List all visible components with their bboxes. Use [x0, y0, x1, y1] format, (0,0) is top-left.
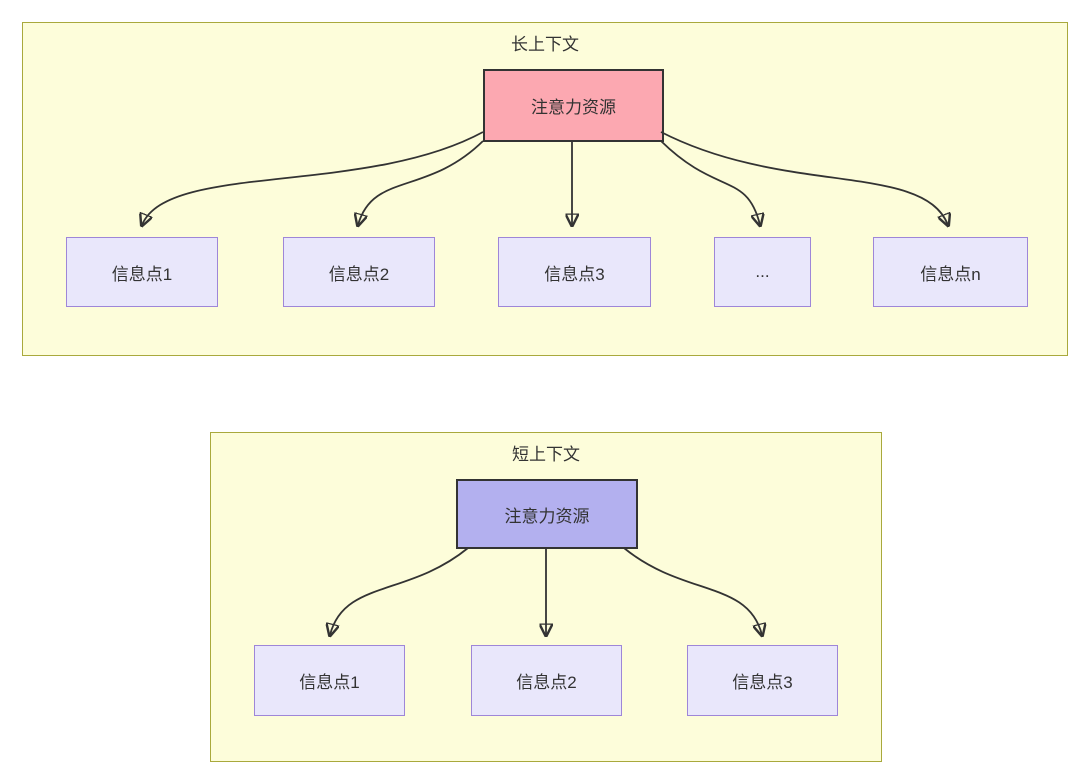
- node-info-point-2-long: 信息点2: [283, 237, 435, 307]
- panel-long-title: 长上下文: [511, 35, 579, 54]
- node-info-point-2-short: 信息点2: [471, 645, 622, 716]
- node-info-point-1-long-label: 信息点1: [111, 264, 173, 284]
- node-info-point-ellipsis-long-label: ...: [755, 262, 770, 281]
- node-info-point-1-short-label: 信息点1: [299, 673, 360, 692]
- node-info-point-1-long: 信息点1: [66, 237, 218, 307]
- node-info-point-3-short: 信息点3: [687, 645, 838, 716]
- node-attention-resource-long: 注意力资源: [483, 69, 664, 142]
- panel-short-context: 短上下文 注意力资源 信息点1 信息点2 信息点3: [210, 432, 882, 762]
- node-info-point-n-long: 信息点n: [873, 237, 1028, 307]
- node-info-point-3-long: 信息点3: [498, 237, 651, 307]
- node-attention-resource-short-label: 注意力资源: [504, 506, 590, 526]
- panel-long-context: 长上下文 注意力资源 信息点1 信息点2 信息点3 ... 信息点n: [22, 22, 1068, 356]
- node-info-point-3-short-label: 信息点3: [732, 673, 793, 692]
- panel-short-title: 短上下文: [512, 445, 580, 464]
- node-attention-resource-short: 注意力资源: [456, 479, 638, 549]
- node-info-point-1-short: 信息点1: [254, 645, 405, 716]
- node-info-point-3-long-label: 信息点3: [544, 264, 605, 284]
- node-info-point-2-long-label: 信息点2: [328, 264, 390, 284]
- node-info-point-ellipsis-long: ...: [714, 237, 811, 307]
- node-info-point-n-long-label: 信息点n: [920, 264, 981, 284]
- node-attention-resource-long-label: 注意力资源: [531, 98, 616, 117]
- node-info-point-2-short-label: 信息点2: [516, 673, 577, 692]
